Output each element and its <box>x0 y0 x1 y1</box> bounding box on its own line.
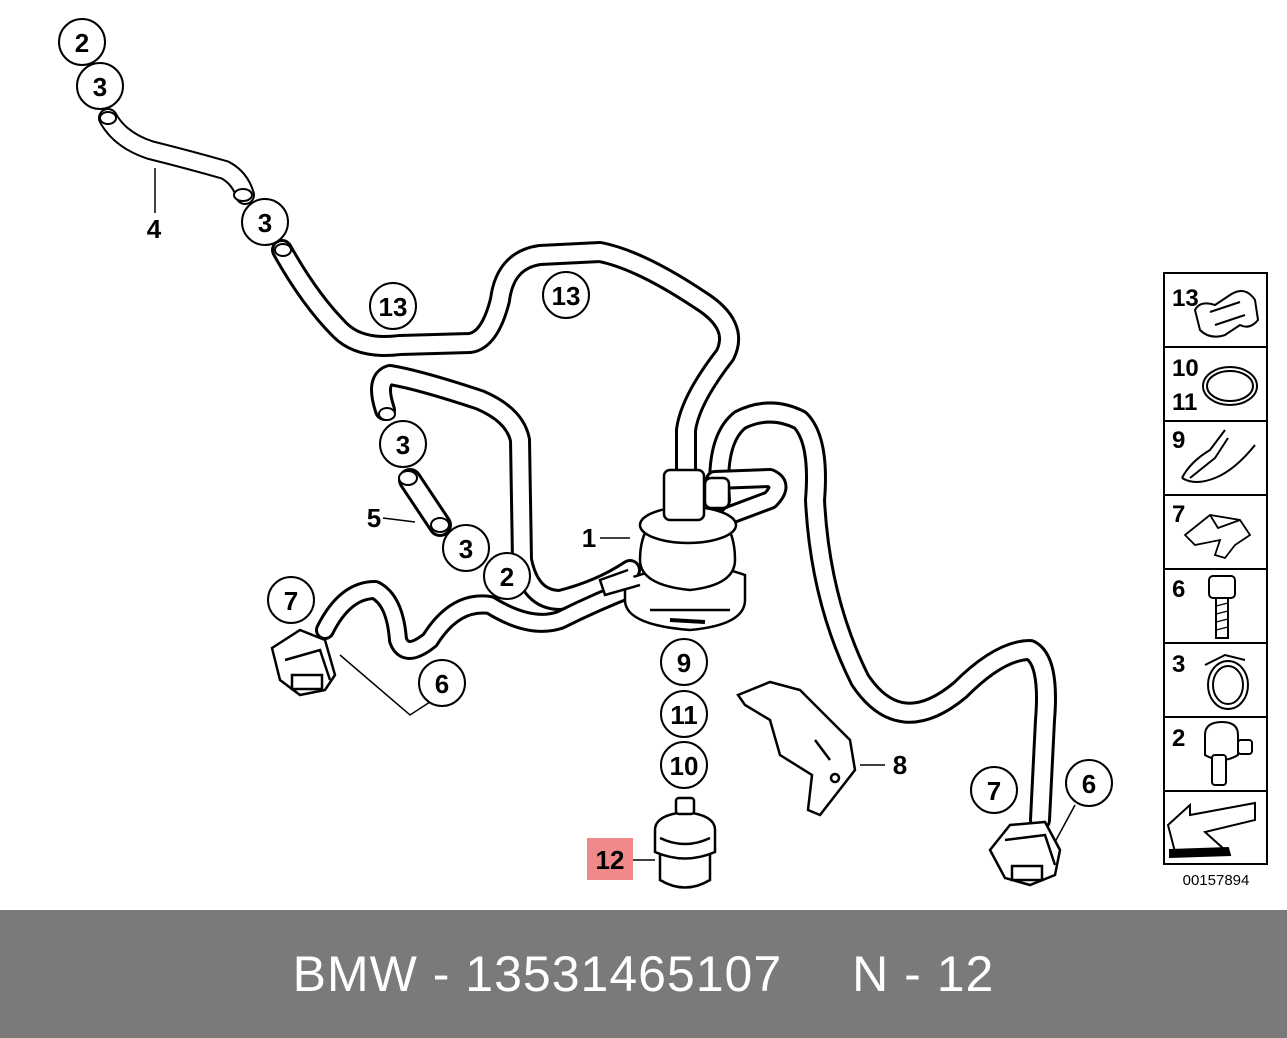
label-8: 8 <box>893 750 907 780</box>
svg-text:7: 7 <box>987 776 1001 806</box>
legend-label-3: 3 <box>1172 651 1185 678</box>
legend-label-11: 11 <box>1172 389 1197 416</box>
retaining-clip-icon <box>1183 514 1252 560</box>
hose-long-13 <box>271 239 740 491</box>
hose-middle <box>370 364 641 611</box>
connector-left <box>270 628 337 697</box>
legend-label-2: 2 <box>1172 725 1185 752</box>
label-1: 1 <box>582 523 596 553</box>
svg-text:3: 3 <box>396 430 410 460</box>
bolt-icon <box>1208 575 1236 639</box>
callout-3-lower: 3 <box>442 524 490 572</box>
hose-clamp-icon <box>1204 653 1249 710</box>
svg-text:6: 6 <box>1082 769 1096 799</box>
filter-housing <box>598 468 747 632</box>
legend-label-13: 13 <box>1172 285 1199 312</box>
hose-short-loop <box>705 468 788 525</box>
callout-3-mid: 3 <box>241 198 289 246</box>
callout-2-top: 2 <box>58 18 106 66</box>
svg-text:7: 7 <box>284 586 298 616</box>
footer-position: N - 12 <box>852 946 995 1002</box>
svg-text:3: 3 <box>93 72 107 102</box>
label-4: 4 <box>147 214 162 244</box>
callout-6-right: 6 <box>1065 759 1113 807</box>
callout-11: 11 <box>660 690 708 738</box>
gasket-icon <box>1181 429 1256 483</box>
hose-left-connector <box>315 575 650 660</box>
footer-part-number: BMW - 13531465107 <box>292 946 783 1002</box>
label-12-highlight <box>587 838 633 880</box>
o-ring-icon <box>1202 366 1258 406</box>
footer-bar: BMW - 13531465107 N - 12 <box>0 910 1287 1038</box>
diagram-number: 00157894 <box>1183 872 1250 889</box>
callout-7-left: 7 <box>267 576 315 624</box>
svg-text:13: 13 <box>552 281 581 311</box>
hose-clip-icon <box>1193 290 1260 338</box>
pressure-regulator <box>653 796 717 889</box>
svg-text:11: 11 <box>670 700 698 730</box>
label-5: 5 <box>367 503 381 533</box>
hose-right <box>708 401 1057 831</box>
callout-3-top: 3 <box>76 62 124 110</box>
legend-panel: 13 10 11 9 7 6 3 <box>1163 272 1268 865</box>
callout-6-left: 6 <box>418 659 466 707</box>
hose-ends <box>99 111 450 533</box>
legend-label-10: 10 <box>1172 355 1199 382</box>
legend-label-9: 9 <box>1172 427 1185 454</box>
legend-label-7: 7 <box>1172 501 1185 528</box>
svg-text:2: 2 <box>500 562 514 592</box>
parts-diagram: 2 3 3 13 13 3 3 2 7 6 9 11 10 7 6 4 5 1 … <box>58 18 1268 889</box>
label-12: 12 <box>596 845 625 875</box>
svg-text:3: 3 <box>258 208 272 238</box>
callout-9: 9 <box>660 638 708 686</box>
callout-7-right: 7 <box>970 766 1018 814</box>
connector-right <box>988 820 1062 887</box>
bracket <box>736 680 857 817</box>
hose-5 <box>398 468 452 537</box>
hose-upper-left <box>98 108 255 205</box>
arrow-icon <box>1166 801 1256 859</box>
svg-text:3: 3 <box>459 534 473 564</box>
callout-3-center: 3 <box>379 420 427 468</box>
svg-text:10: 10 <box>670 751 699 781</box>
callout-10: 10 <box>660 741 708 789</box>
callout-13-right: 13 <box>542 271 590 319</box>
leader-lines <box>154 168 1076 861</box>
svg-text:2: 2 <box>75 28 89 58</box>
svg-text:6: 6 <box>435 669 449 699</box>
elbow-connector-icon <box>1204 720 1253 786</box>
svg-text:13: 13 <box>379 292 408 322</box>
callout-13-left: 13 <box>369 282 417 330</box>
callout-2-lower: 2 <box>483 552 531 600</box>
legend-label-6: 6 <box>1172 576 1185 603</box>
svg-text:9: 9 <box>677 648 691 678</box>
